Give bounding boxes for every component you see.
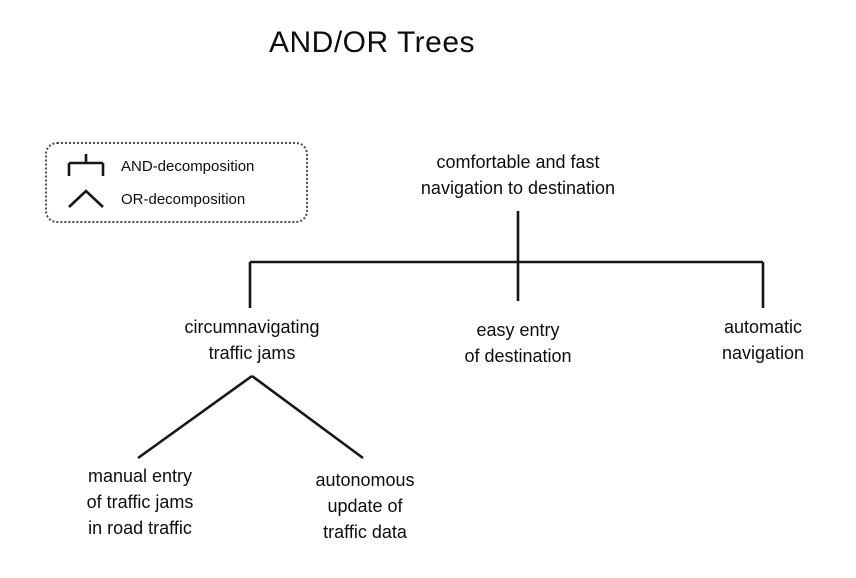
legend-label-or: OR-decomposition xyxy=(121,190,246,208)
node-autonomous-update-of-traffic-data: autonomous update of traffic data xyxy=(315,470,415,542)
legend-item-and: AND-decomposition xyxy=(66,153,306,179)
legend-box: AND-decomposition OR-decomposition xyxy=(45,142,308,223)
and-decomposition-icon xyxy=(67,154,105,176)
node-easy-entry-of-destination: easy entry of destination xyxy=(464,320,572,366)
node-automatic-navigation: automatic navigation xyxy=(721,317,805,363)
legend-item-or: OR-decomposition xyxy=(66,186,306,212)
node-manual-entry-of-traffic-jams: manual entry of traffic jams in road tra… xyxy=(86,466,194,538)
and-decomposition-connector xyxy=(248,211,765,308)
or-decomposition-connector xyxy=(137,374,364,460)
page-title: AND/OR Trees xyxy=(268,26,476,59)
node-comfortable-fast-navigation: comfortable and fast navigation to desti… xyxy=(420,152,616,198)
node-circumnavigating-traffic-jams: circumnavigating traffic jams xyxy=(184,317,320,363)
legend-label-and: AND-decomposition xyxy=(121,157,255,175)
or-decomposition-icon xyxy=(68,189,104,208)
